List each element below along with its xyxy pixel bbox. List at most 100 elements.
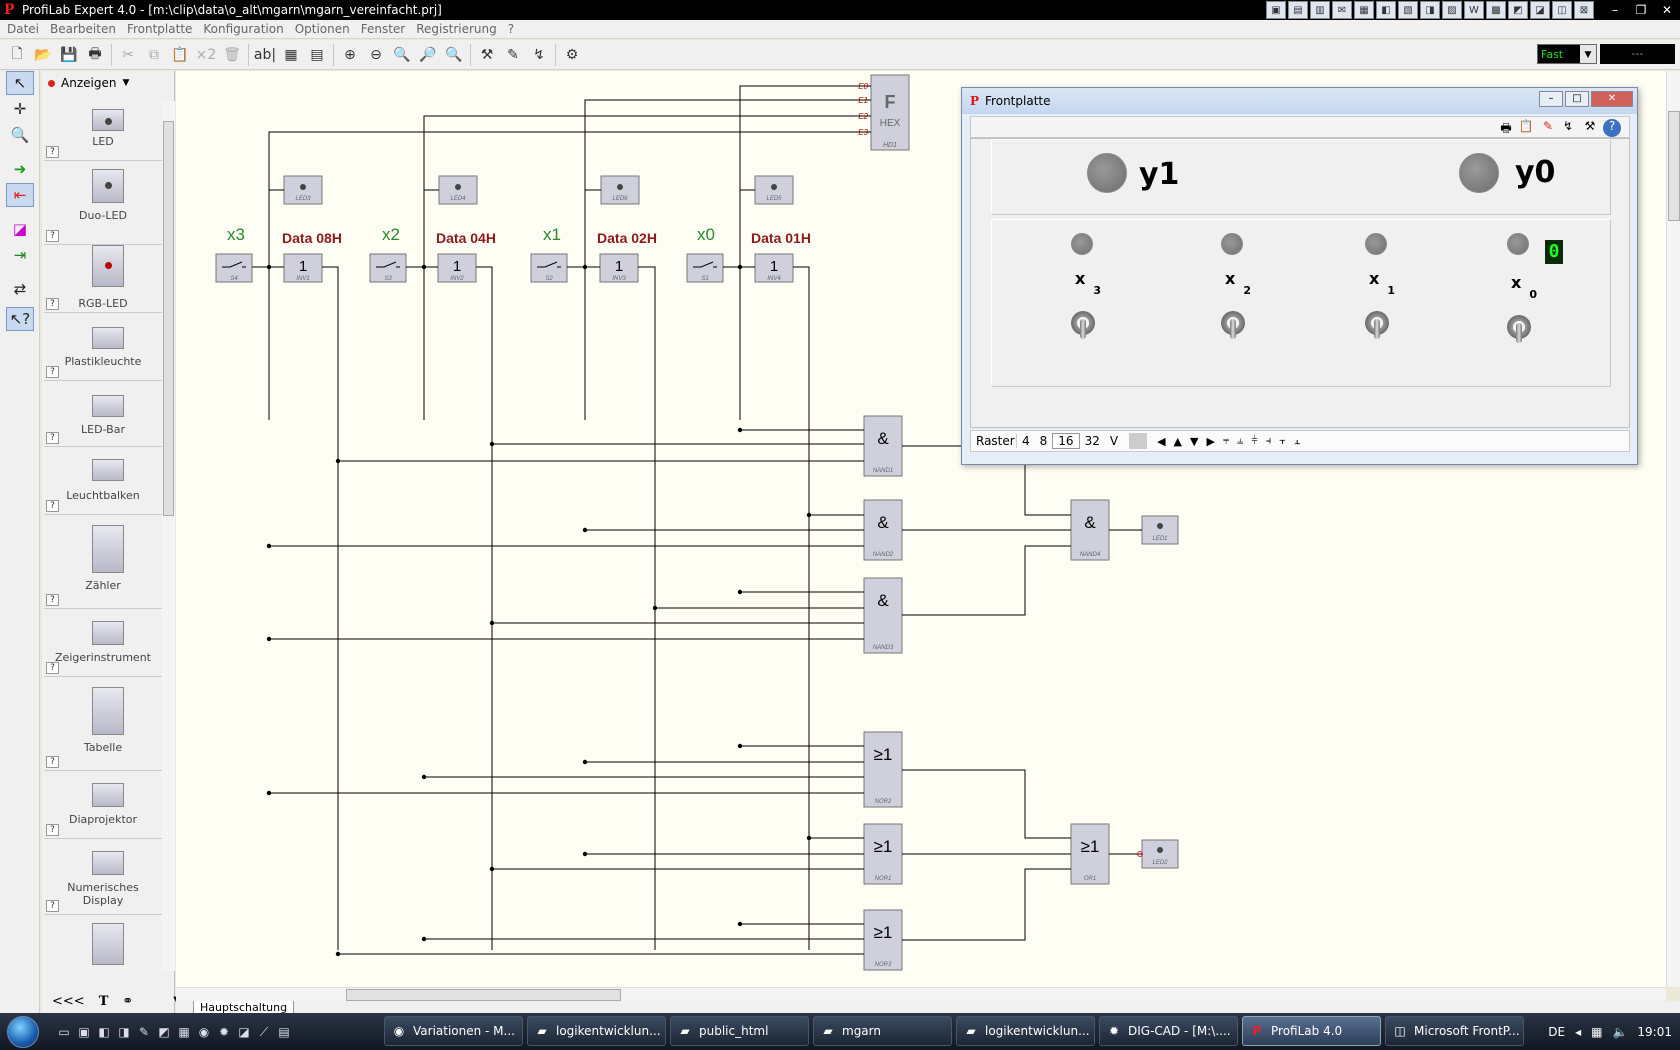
tray-icon-3[interactable]: ▥ <box>1310 1 1330 19</box>
align-bottom-icon[interactable]: ⫩ <box>1251 434 1258 447</box>
profilab-app-icon[interactable]: P <box>4 2 15 18</box>
help-icon[interactable]: ? <box>46 900 59 912</box>
help-icon[interactable]: ? <box>46 230 59 242</box>
minimize-button[interactable]: – <box>1539 91 1563 107</box>
align-center-icon[interactable]: ⫟ <box>1279 434 1286 447</box>
help-icon[interactable]: ? <box>46 662 59 674</box>
help-icon[interactable]: ? <box>46 432 59 444</box>
tray-icon-14[interactable]: ◫ <box>1552 1 1572 19</box>
vertical-scroll-thumb[interactable] <box>1668 111 1680 221</box>
menu-fenster[interactable]: Fenster <box>360 22 406 36</box>
menu-optionen[interactable]: Optionen <box>294 22 350 36</box>
tools-icon[interactable]: ⚒ <box>1584 119 1596 133</box>
task-variationen[interactable]: ◉Variationen - M... <box>384 1016 523 1046</box>
tray-icon-15[interactable]: ⊠ <box>1574 1 1594 19</box>
run-arrow-icon[interactable]: ➜ <box>13 160 27 178</box>
sheet-tab-hauptschaltung[interactable]: Hauptschaltung <box>193 1001 295 1016</box>
new-file-icon[interactable]: 🗋 <box>11 45 23 62</box>
zoom-fit-icon[interactable]: 🔍 <box>393 46 411 63</box>
text-tool-button[interactable]: ab| <box>253 46 277 63</box>
palette-item-rgb-led[interactable]: RGB-LED ? <box>44 245 162 313</box>
help-icon[interactable]: ? <box>46 366 59 378</box>
grid-option-16[interactable]: 16 <box>1052 433 1080 449</box>
tray-icon-2[interactable]: ▤ <box>1288 1 1308 19</box>
grid-option-v[interactable]: V <box>1109 434 1119 448</box>
palette-item-plastikleuchte[interactable]: Plastikleuchte ? <box>44 313 162 381</box>
ql-icon-11[interactable]: ⟋ <box>259 1024 269 1039</box>
ql-icon-6[interactable]: ◩ <box>158 1024 170 1039</box>
mail-icon[interactable]: ✉ <box>1332 1 1352 19</box>
palette-item-leuchtbalken[interactable]: Leuchtbalken ? <box>44 447 162 515</box>
tray-icon-6[interactable]: ◧ <box>1376 1 1396 19</box>
grid-icon[interactable]: ▦ <box>284 46 298 63</box>
inverter-INV4[interactable] <box>754 253 794 283</box>
switch-S4[interactable] <box>215 253 253 283</box>
inverter-INV1[interactable] <box>283 253 323 283</box>
print-icon[interactable]: 🖶 <box>88 45 102 62</box>
color-tool-icon[interactable]: ◪ <box>12 220 28 238</box>
language-indicator[interactable]: DE <box>1548 1024 1566 1039</box>
task-dig-cad[interactable]: ✹DIG-CAD - [M:\.... <box>1099 1016 1238 1046</box>
palette-item-tabelle[interactable]: Tabelle ? <box>44 677 162 771</box>
menu-konfiguration[interactable]: Konfiguration <box>203 22 284 36</box>
computer-icon[interactable]: ▣ <box>78 1024 90 1039</box>
vertical-scrollbar[interactable] <box>1666 71 1680 987</box>
zoom-out-icon[interactable]: ⊖ <box>370 46 382 63</box>
switch-S1[interactable] <box>686 253 724 283</box>
palette-item-zeigerinstrument[interactable]: Zeigerinstrument ? <box>44 609 162 677</box>
ql-icon-4[interactable]: ◨ <box>118 1024 130 1039</box>
tray-icon-7[interactable]: ▧ <box>1398 1 1418 19</box>
chevron-down-icon[interactable]: ▼ <box>1580 45 1596 63</box>
select-pointer-icon[interactable]: ↖ <box>6 71 34 95</box>
help-icon[interactable]: ? <box>46 756 59 768</box>
restore-button[interactable]: ❐ <box>1635 3 1647 17</box>
word-icon[interactable]: W <box>1464 1 1484 19</box>
tray-icon-13[interactable]: ◪ <box>1530 1 1550 19</box>
gate-or1[interactable] <box>1070 823 1110 885</box>
help-pointer-icon[interactable]: ↖? <box>6 307 34 331</box>
task-mgarn[interactable]: ▰mgarn <box>813 1016 952 1046</box>
show-desktop-icon[interactable]: ▭ <box>58 1024 70 1039</box>
inverter-INV2[interactable] <box>437 253 477 283</box>
grid-option-32[interactable]: 32 <box>1084 434 1100 448</box>
arrow-left-icon[interactable]: ◀ <box>1157 434 1166 448</box>
palette-item-numerisches-display[interactable]: Numerisches Display ? <box>44 839 162 915</box>
print-icon[interactable]: 🖶 <box>1500 121 1512 135</box>
volume-icon[interactable]: 🔈 <box>1612 1024 1628 1039</box>
wire-tool-icon[interactable]: ↯ <box>1562 119 1574 133</box>
help-icon[interactable]: ? <box>46 824 59 836</box>
horizontal-scrollbar[interactable] <box>176 987 1666 1001</box>
palette-item-text-display[interactable] <box>44 915 162 995</box>
task-logikentwicklung-1[interactable]: ▰logikentwicklun... <box>527 1016 666 1046</box>
menu-datei[interactable]: Datei <box>7 22 40 36</box>
ql-icon-10[interactable]: ◪ <box>238 1024 250 1039</box>
align-right-icon[interactable]: ⫠ <box>1293 434 1301 447</box>
clock[interactable]: 19:01 <box>1637 1024 1672 1039</box>
ql-icon-12[interactable]: ▤ <box>278 1024 290 1039</box>
toggle-switch-x2[interactable] <box>1221 307 1245 339</box>
swap-icon[interactable]: ⇄ <box>13 280 27 298</box>
align-top-icon[interactable]: ⫧ <box>1222 434 1230 447</box>
menu-frontplatte[interactable]: Frontplatte <box>126 22 193 36</box>
inverter-INV3[interactable] <box>599 253 639 283</box>
export-icon[interactable]: ⇥ <box>13 246 27 264</box>
align-middle-icon[interactable]: ⫨ <box>1237 434 1244 447</box>
help-icon[interactable]: ? <box>46 500 59 512</box>
tray-icon-12[interactable]: ◩ <box>1508 1 1528 19</box>
arrow-right-icon[interactable]: ▶ <box>1206 434 1215 448</box>
crosshair-icon[interactable]: ✛ <box>13 100 27 118</box>
ql-icon-9[interactable]: ✹ <box>218 1024 230 1039</box>
menu-registrierung[interactable]: Registrierung <box>416 22 497 36</box>
save-icon[interactable]: 💾 <box>60 46 78 63</box>
collapse-palette-button[interactable]: <<< <box>52 993 85 1009</box>
help-icon[interactable]: ? <box>46 594 59 606</box>
frontplatte-titlebar[interactable]: P Frontplatte – □ ✕ <box>962 88 1637 114</box>
stop-arrow-icon[interactable]: ⇤ <box>6 183 34 207</box>
ql-icon-5[interactable]: ✎ <box>138 1024 150 1039</box>
toggle-switch-x3[interactable] <box>1071 307 1095 339</box>
open-folder-icon[interactable]: 📂 <box>34 46 52 63</box>
minimize-button[interactable]: – <box>1612 3 1618 17</box>
tray-icon-11[interactable]: ▩ <box>1486 1 1506 19</box>
palette-item-led-bar[interactable]: LED-Bar ? <box>44 381 162 447</box>
